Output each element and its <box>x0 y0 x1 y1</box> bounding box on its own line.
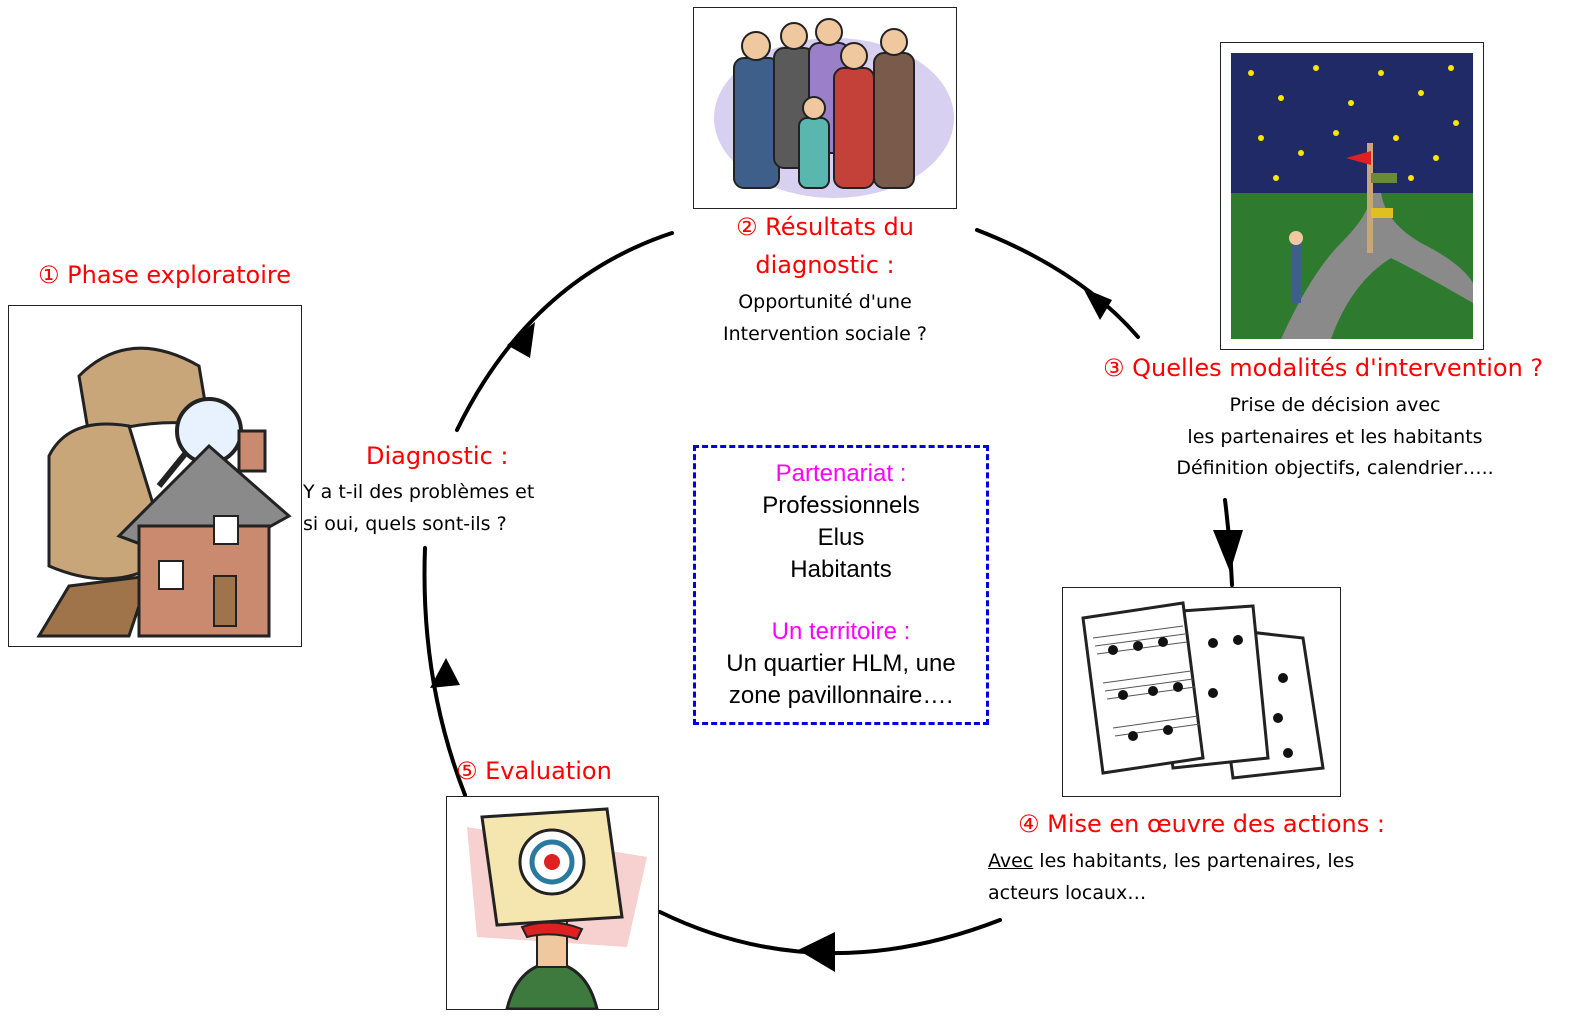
territory-line1: Un quartier HLM, une <box>726 650 956 677</box>
arrowhead-down <box>1213 530 1243 572</box>
partner-item: Professionnels <box>762 492 920 519</box>
diagnostic-title: Diagnostic : <box>366 442 509 470</box>
arrowhead-up-left <box>507 322 535 358</box>
step3-title: ③ Quelles modalités d'intervention ? <box>1103 354 1544 382</box>
step4-line2: acteurs locaux… <box>988 882 1147 904</box>
step5-title: ⑤ Evaluation <box>456 757 612 785</box>
step2-line2: Intervention sociale ? <box>723 323 927 345</box>
step2-title-line1: ② Résultats du <box>736 213 914 241</box>
arc-left <box>422 546 467 797</box>
step3-line1: Prise de décision avec <box>1229 394 1441 416</box>
detective-house-icon <box>8 305 302 647</box>
territory-heading: Un territoire : <box>771 618 911 645</box>
target-face-icon <box>446 796 659 1010</box>
step4-line1: Avec les habitants, les partenaires, les <box>988 845 1354 877</box>
arc-top-right <box>975 228 1140 339</box>
territory-line2: zone pavillonnaire…. <box>728 682 954 709</box>
step4-title: ④ Mise en œuvre des actions : <box>1018 810 1385 838</box>
step1-title: ① Phase exploratoire <box>38 261 292 289</box>
partner-item: Elus <box>817 524 865 551</box>
step3-line2: les partenaires et les habitants <box>1187 426 1483 448</box>
step2-line1: Opportunité d'une <box>738 291 912 313</box>
sheet-music-icon <box>1062 587 1341 797</box>
partnership-heading: Partenariat : <box>775 460 907 487</box>
step4-avec: Avec <box>988 850 1034 872</box>
diagnostic-line2: si oui, quels sont-ils ? <box>303 513 507 535</box>
step4-line1-rest: les habitants, les partenaires, les <box>1033 850 1355 872</box>
arrowhead-left <box>798 932 835 972</box>
step3-line3: Définition objectifs, calendrier….. <box>1176 457 1494 479</box>
partnership-box: Partenariat : Professionnels Elus Habita… <box>693 445 989 725</box>
group-of-people-icon <box>693 7 957 209</box>
arrowhead-down-right <box>1083 288 1112 320</box>
step2-title-line2: diagnostic : <box>755 251 895 279</box>
arrowhead-up <box>430 658 460 688</box>
diagnostic-line1: Y a t-il des problèmes et <box>303 481 535 503</box>
partner-item: Habitants <box>790 556 892 583</box>
crossroads-signpost-icon <box>1220 42 1484 350</box>
arc-top-left <box>455 231 674 432</box>
